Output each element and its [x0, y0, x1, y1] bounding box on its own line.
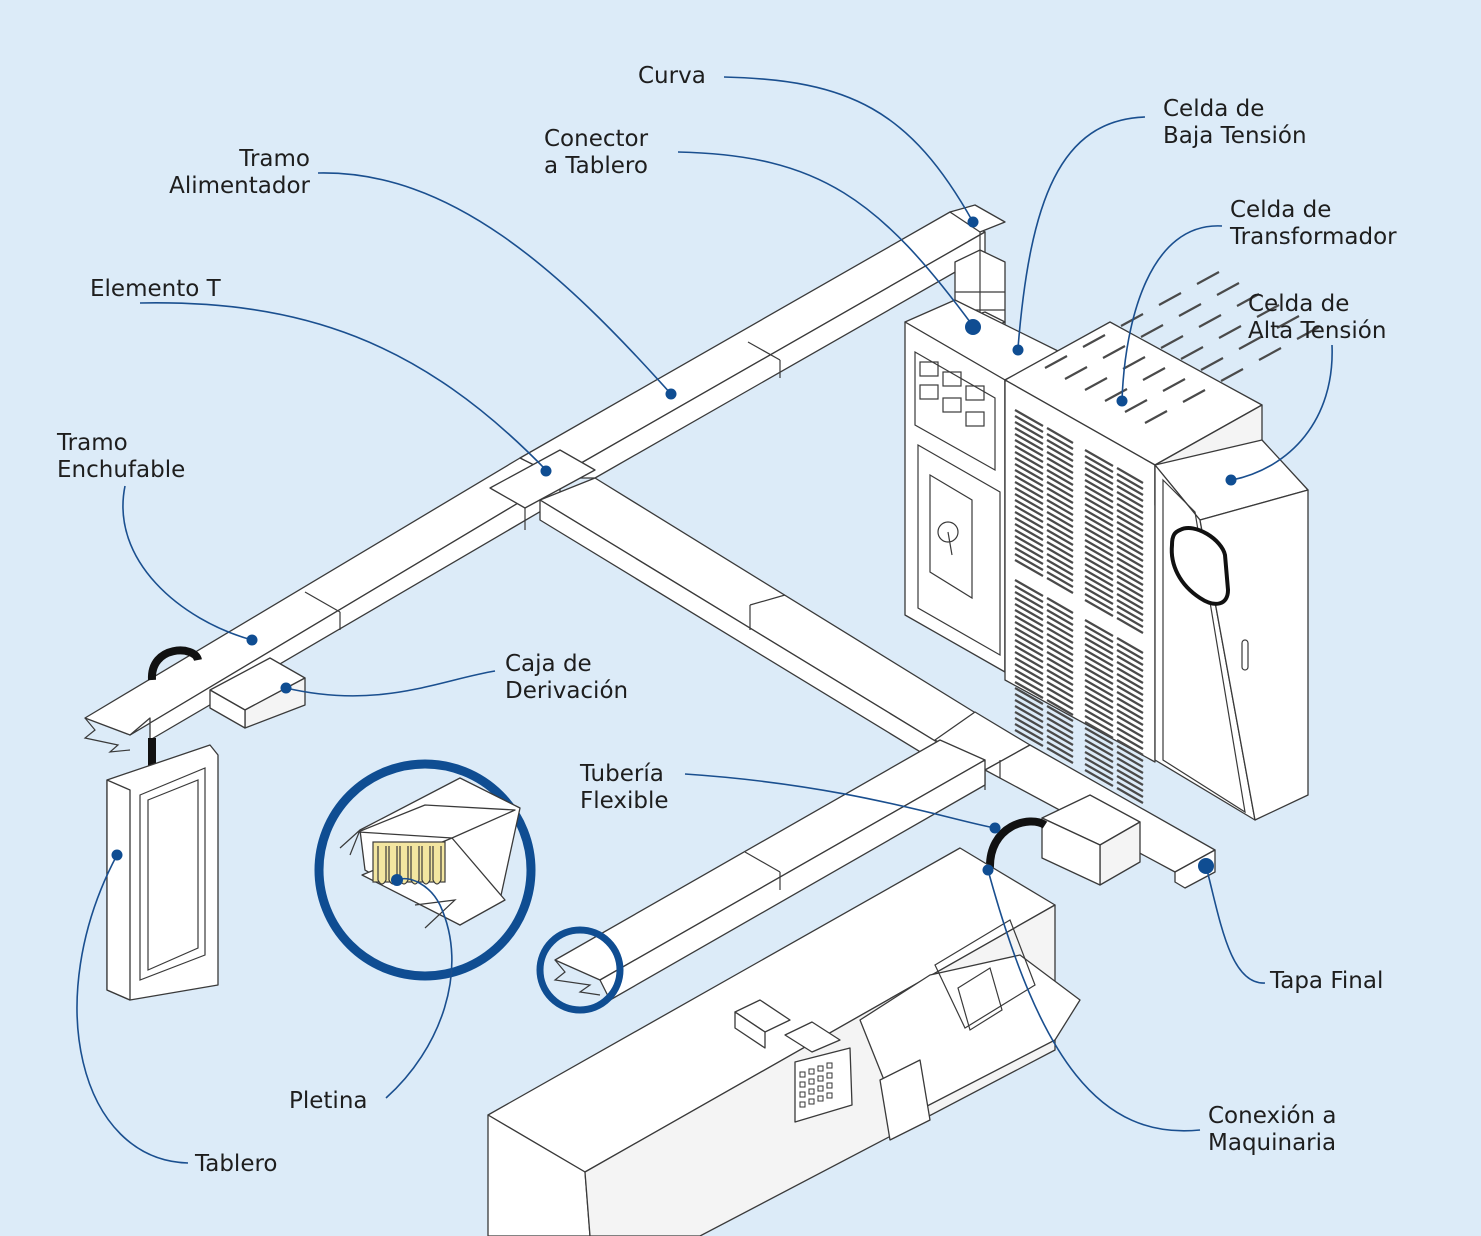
busway-end-detail: [536, 926, 624, 1014]
pletina-detail: [314, 759, 536, 981]
marker-elemento-t: [540, 465, 552, 477]
marker-caja-derivacion: [280, 682, 292, 694]
caja-derivacion-shape: [209, 657, 306, 729]
right-junction-box-shape: [1041, 794, 1141, 886]
tramo-enchufable-shape: [83, 457, 561, 753]
maquinaria-shape: [487, 847, 1081, 1236]
tramo-alimentador-shape: [519, 211, 986, 479]
marker-baja-tension: [1012, 344, 1024, 356]
tablero-shape: [106, 744, 219, 1001]
markers: [111, 216, 1237, 886]
marker-conector: [965, 319, 981, 335]
label-tablero: Tablero: [195, 1151, 278, 1177]
label-curva: Curva: [638, 63, 706, 89]
marker-tramo-alimentador: [665, 388, 677, 400]
marker-pletina: [391, 874, 403, 886]
marker-tuberia-flexible: [989, 822, 1001, 834]
leader-lines: [76, 76, 1333, 1164]
label-elemento-t: Elemento T: [90, 276, 221, 302]
tuberia-flexible-shape: [985, 817, 1048, 871]
marker-tramo-enchufable: [246, 634, 258, 646]
marker-conexion-maquinaria: [982, 864, 994, 876]
label-pletina: Pletina: [289, 1088, 368, 1114]
label-tapa-final: Tapa Final: [1270, 968, 1384, 994]
marker-curva: [967, 216, 979, 228]
marker-tablero: [111, 849, 123, 861]
marker-tapa-final: [1198, 858, 1214, 874]
marker-alta-tension: [1225, 474, 1237, 486]
celda-alta-tension-shape: [1154, 439, 1309, 821]
marker-transformador: [1116, 395, 1128, 407]
